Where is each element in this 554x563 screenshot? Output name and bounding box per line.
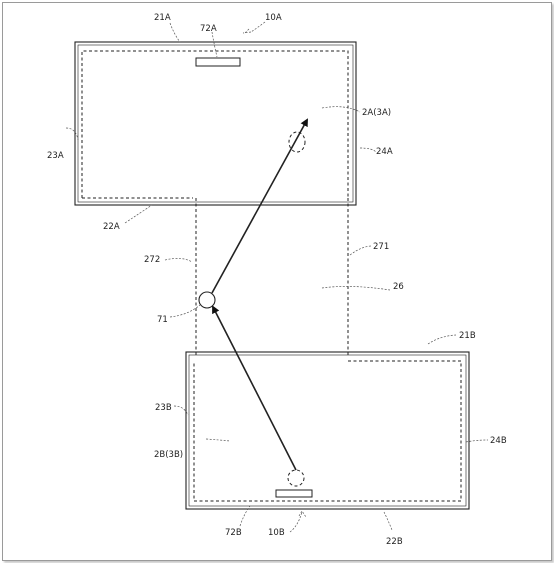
label-23a: 23A [47,151,64,161]
leader-22b [383,511,393,531]
leader-21b [427,334,457,345]
label-22a: 22A [103,222,120,232]
label-24b: 24B [490,436,507,446]
leader-272 [164,258,193,263]
device-a-screen-outline [81,50,349,198]
device-b-screen-outline [193,360,462,502]
leader-72a [211,31,218,58]
leader-2a [321,106,361,113]
label-22b: 22B [386,537,403,547]
label-72a: 72A [200,24,217,34]
leader-22a [124,204,153,224]
label-24a: 24A [376,147,393,157]
device-b-inner-frame [188,354,467,507]
label-26: 26 [393,282,404,292]
leader-26 [321,286,391,291]
arrow-71-to-a [211,118,308,294]
label-10b: 10B [268,528,285,538]
label-2a: 2A(3A) [362,108,391,118]
label-10a: 10A [265,13,282,23]
label-271: 271 [373,242,389,252]
label-2b: 2B(3B) [154,450,183,460]
leader-10b-arrow [298,510,307,518]
label-72b: 72B [225,528,242,538]
leader-2b [205,438,231,442]
marker-72a-rect [195,57,241,67]
label-71: 71 [157,315,168,325]
leader-23b [173,405,189,416]
start-point-b [287,469,305,487]
leader-23a [65,127,79,141]
label-21b: 21B [459,331,476,341]
device-a-outer-frame [74,41,357,206]
target-point-a [288,131,306,153]
arrow-b-to-71 [212,305,297,471]
device-a-inner-frame [77,44,354,203]
leader-24b [465,439,489,443]
label-21a: 21A [154,13,171,23]
marker-72b-rect [275,489,313,498]
device-b-outer-frame [185,351,470,510]
leader-24a [359,147,377,153]
label-272: 272 [144,255,160,265]
leader-10a-arrow [242,28,252,35]
leader-72b [239,505,251,527]
point-71-circle [198,291,216,309]
label-23b: 23B [155,403,172,413]
leader-10b [289,511,303,533]
leader-10a [250,21,266,33]
leader-271 [349,245,373,256]
leader-21a [169,22,181,43]
